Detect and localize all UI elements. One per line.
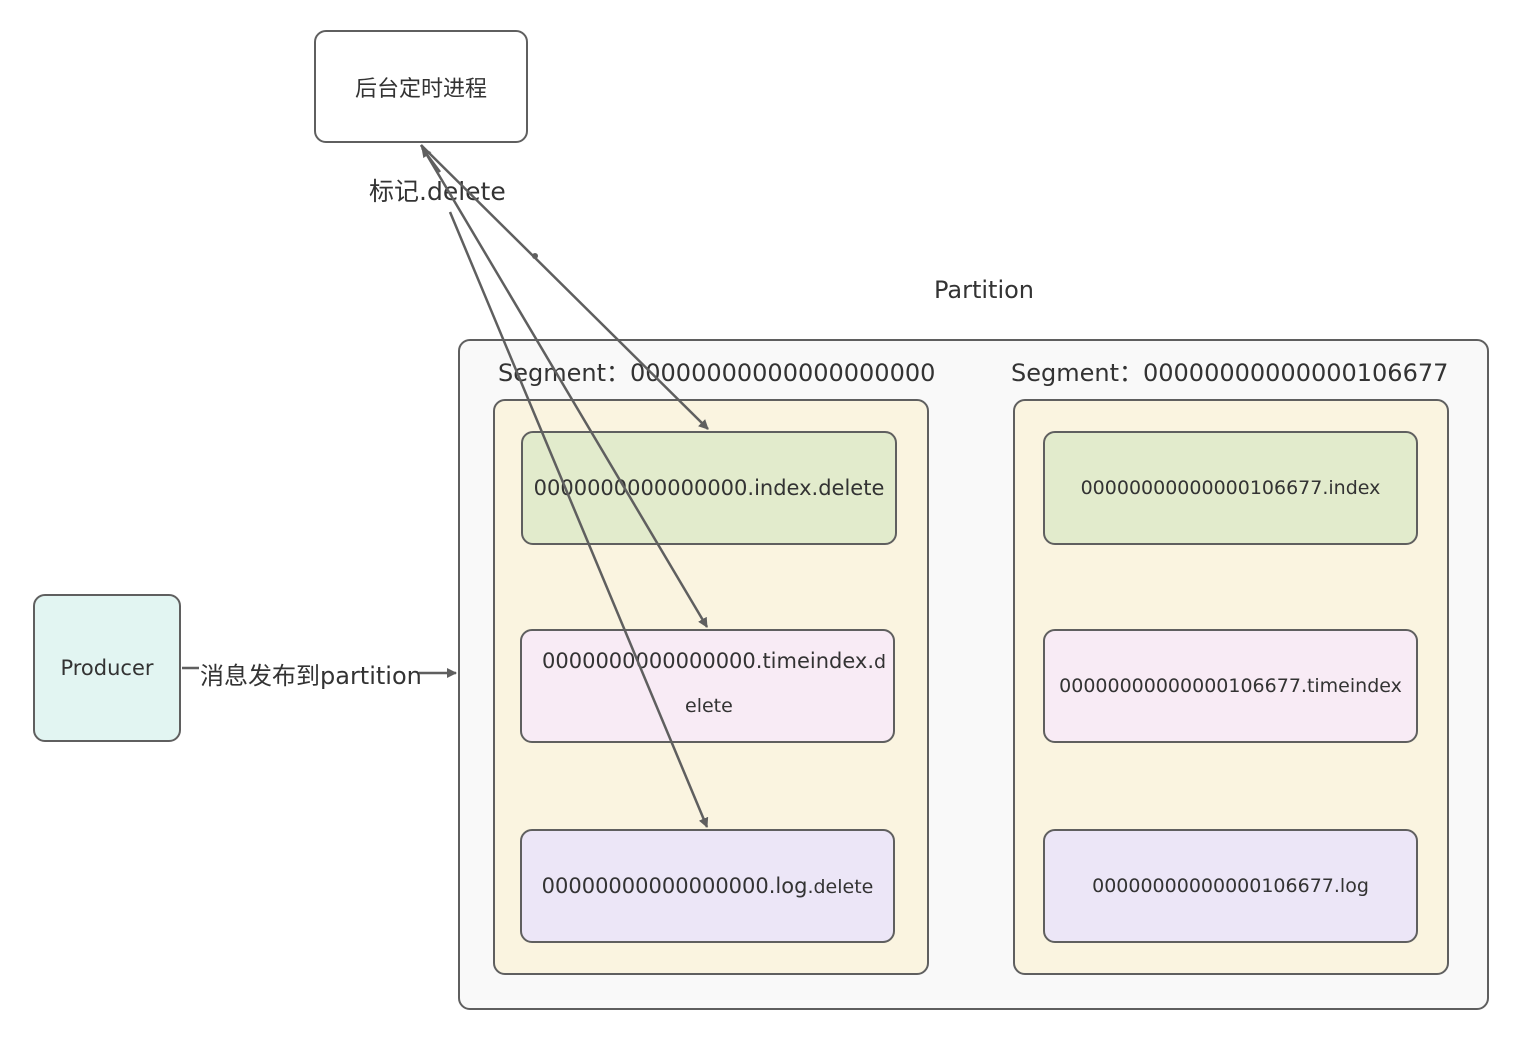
background-process-label: 后台定时进程 (354, 76, 487, 102)
file-name-wrap: elete (685, 695, 733, 717)
file-name-line-1: 0000000000000000.timeindex.d (542, 649, 886, 673)
partition-title: Partition (934, 276, 1035, 304)
file-name-suffix: .delete (807, 875, 874, 898)
producer-label: Producer (60, 656, 154, 680)
segment-2-index-file: 00000000000000106677.index (1043, 431, 1418, 545)
file-name-line-2: elete (685, 695, 733, 717)
segment-1-header: Segment：00000000000000000000 (498, 359, 936, 387)
producer-node: Producer (33, 594, 181, 742)
segment-2-header: Segment：00000000000000106677 (1011, 359, 1449, 387)
file-name: 00000000000000106677.timeindex (1059, 675, 1402, 697)
segment-2-timeindex-file: 00000000000000106677.timeindex (1043, 629, 1418, 743)
connector-dot (532, 253, 538, 259)
segment-2-log-file: 00000000000000106677.log (1043, 829, 1418, 943)
segment-1-log-file: 00000000000000000.log.delete (520, 829, 895, 943)
background-process-node: 后台定时进程 (314, 30, 528, 143)
file-name: 00000000000000106677.index (1080, 477, 1381, 499)
file-name: 0000000000000000.timeindex. (542, 649, 875, 673)
file-name-row: 00000000000000000.log.delete (542, 866, 874, 907)
mark-delete-label: 标记.delete (369, 177, 506, 206)
publish-label: 消息发布到partition (200, 662, 422, 690)
file-name: 0000000000000000.index.delete (533, 476, 885, 500)
arrow-to-background-process (421, 147, 441, 173)
segment-1-index-file: 0000000000000000.index.delete (521, 431, 897, 545)
file-name: 00000000000000000.log (541, 873, 808, 898)
segment-1-timeindex-file: 0000000000000000.timeindex.d elete (520, 629, 895, 743)
file-name: 00000000000000106677.log (1092, 875, 1369, 897)
file-name-tail: d (874, 651, 887, 673)
